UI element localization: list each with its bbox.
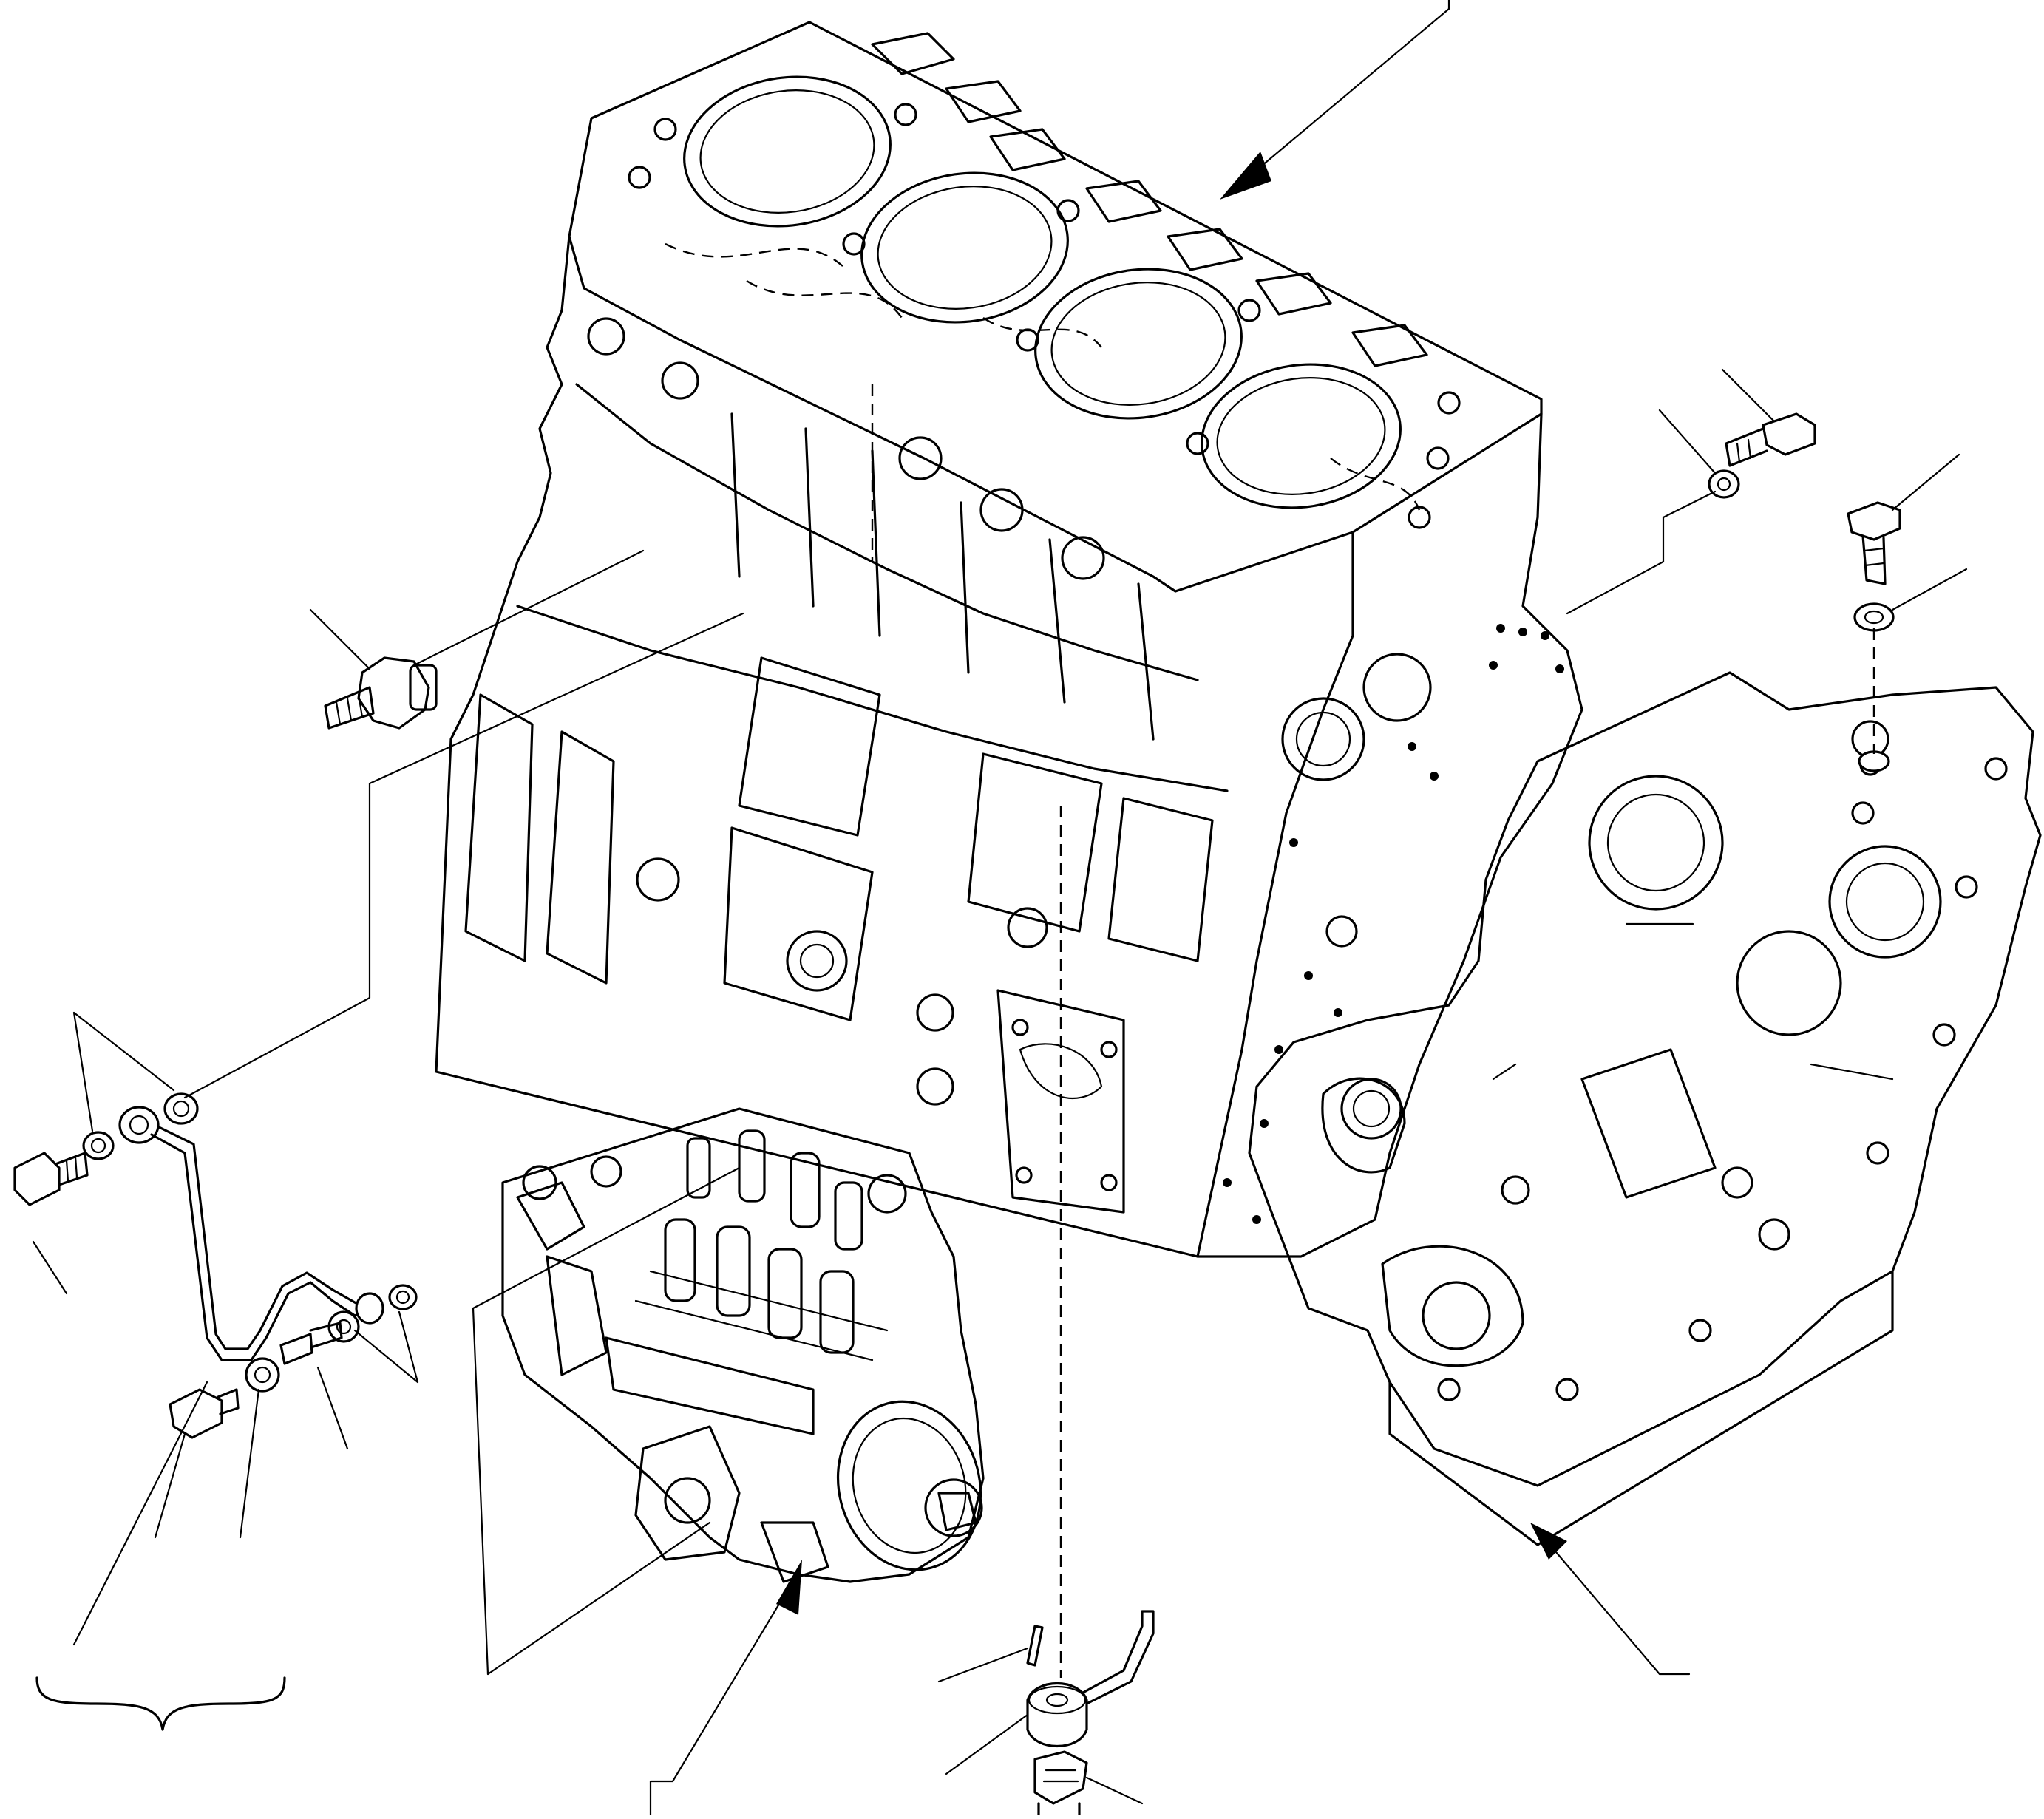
arrow-icon (1530, 1523, 1567, 1560)
oil-jet-fittings (1026, 1610, 1155, 1817)
oil-pressure-switch (324, 656, 438, 730)
leader-lines (32, 0, 1968, 1817)
mounting-bolt-and-washer (1847, 501, 1901, 772)
gear-case (1248, 671, 2042, 1546)
brace-icon (35, 1676, 286, 1731)
arrow-icon (776, 1560, 802, 1615)
cylinder-block (435, 21, 1583, 1258)
fuel-pipe-assembly (13, 1092, 418, 1439)
banjo-bolt-and-washer (1708, 412, 1816, 499)
injection-pump (501, 1107, 985, 1583)
arrow-icon (1220, 152, 1271, 200)
